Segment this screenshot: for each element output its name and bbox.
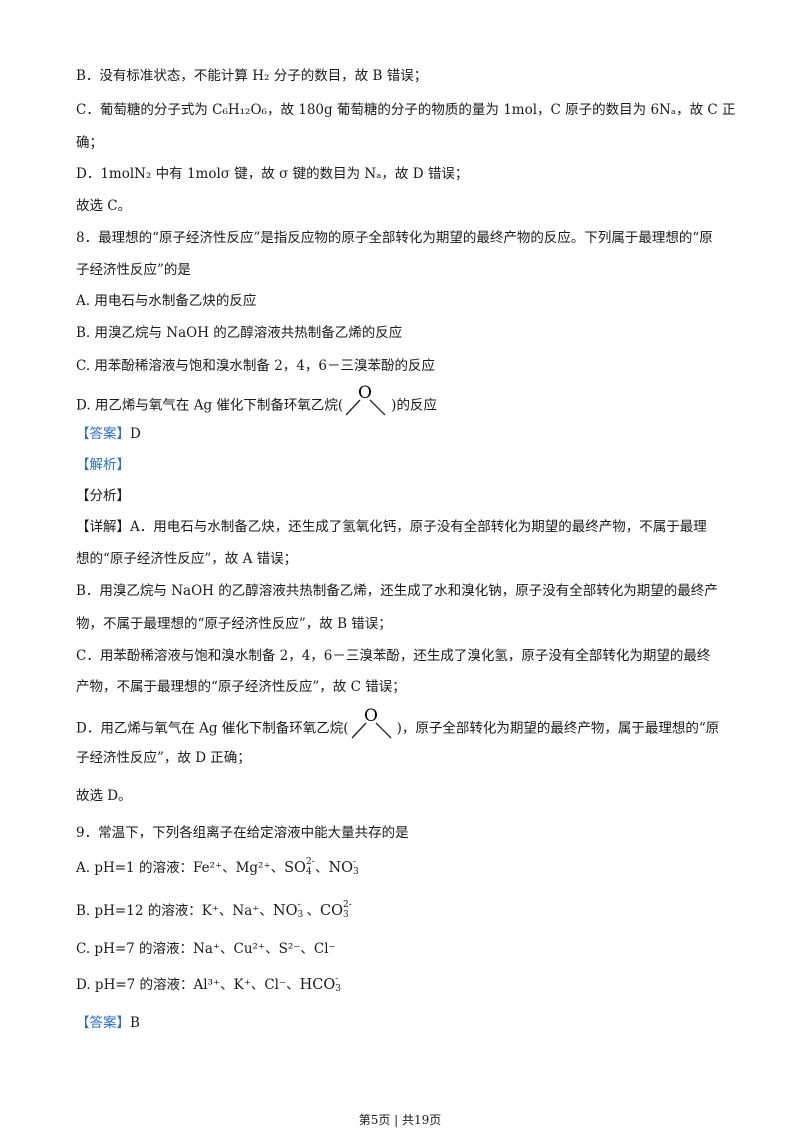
- nitrate-ion: NO-3: [272, 900, 304, 920]
- answer-value: D: [130, 426, 141, 442]
- detail-line: 物，不属于最理想的“原子经济性反应”，故 B 错误；: [76, 616, 392, 632]
- text-line: D．1molN₂ 中有 1molσ 键，故 σ 键的数目为 Nₐ，故 D 错误；: [76, 166, 469, 182]
- epoxide-structure-icon: O: [345, 383, 386, 416]
- text-line: C．葡萄糖的分子式为 C₆H₁₂O₆，故 180g 葡萄糖的分子的物质的量为 1…: [76, 102, 736, 118]
- detail-line: C．用苯酚稀溶液与饱和溴水制备 2，4，6－三溴苯酚，还生成了溴化氢，原子没有全…: [76, 648, 711, 664]
- separator: 、: [306, 903, 320, 919]
- question-9-stem: 9．常温下，下列各组离子在给定溶液中能大量共存的是: [76, 825, 409, 841]
- question-9-option-d: D. pH=7 的溶液：Al³⁺、K⁺、Cl⁻、HCO-3: [76, 974, 341, 995]
- option-text: B. pH=12 的溶液：K⁺、Na⁺、: [76, 903, 273, 919]
- fenxi-tag: 【分析】: [76, 488, 130, 504]
- answer-line: 【答案】D: [76, 424, 141, 444]
- text-line: 确；: [76, 135, 103, 151]
- text-line: 故选 C。: [76, 198, 132, 214]
- epoxide-oxygen-label: O: [364, 706, 378, 726]
- option-text: )的反应: [391, 397, 437, 414]
- option-text: D. 用乙烯与氧气在 Ag 催化下制备环氧乙烷(: [76, 397, 344, 414]
- separator: 、: [314, 860, 329, 876]
- page-footer: 第5页 | 共19页: [358, 1113, 442, 1127]
- answer-line: 【答案】B: [76, 1013, 140, 1033]
- detail-text: )，原子全部转化为期望的最终产物，属于最理想的“原: [396, 720, 720, 737]
- detail-line: B．用溴乙烷与 NaOH 的乙醇溶液共热制备乙烯，还生成了水和溴化钠，原子没有全…: [76, 583, 718, 599]
- detail-line: 【详解】A．用电石与水制备乙炔，还生成了氢氧化钙，原子没有全部转化为期望的最终产…: [76, 517, 707, 537]
- bicarbonate-ion: HCO-3: [299, 974, 341, 994]
- question-9-option-c: C. pH=7 的溶液：Na⁺、Cu²⁺、S²⁻、Cl⁻: [76, 941, 336, 957]
- detail-line: 产物，不属于最理想的“原子经济性反应”，故 C 错误；: [76, 679, 406, 695]
- nitrate-ion: NO-3: [328, 857, 359, 877]
- answer-value: B: [130, 1015, 140, 1031]
- question-8-stem: 8．最理想的“原子经济性反应”是指反应物的原子全部转化为期望的最终产物的反应。下…: [76, 230, 713, 246]
- question-8-stem: 子经济性反应”的是: [76, 262, 191, 278]
- answer-tag: 【答案】: [76, 426, 130, 442]
- detail-line: 子经济性反应”，故 D 正确；: [76, 750, 251, 766]
- detail-line: 故选 D。: [76, 788, 132, 804]
- option-text: D. pH=7 的溶液：Al³⁺、K⁺、Cl⁻、: [76, 977, 300, 993]
- detail-line: 想的“原子经济性反应”，故 A 错误；: [76, 551, 298, 567]
- detail-line: D．用乙烯与氧气在 Ag 催化下制备环氧乙烷( O )，原子全部转化为期望的最终…: [76, 706, 720, 746]
- detail-text: A．用电石与水制备乙炔，还生成了氢氧化钙，原子没有全部转化为期望的最终产物，不属…: [130, 519, 707, 535]
- question-8-option-a: A. 用电石与水制备乙炔的反应: [76, 293, 257, 309]
- epoxide-oxygen-label: O: [358, 383, 372, 403]
- question-8-option-d: D. 用乙烯与氧气在 Ag 催化下制备环氧乙烷( O )的反应: [76, 383, 437, 423]
- detail-tag: 【详解】: [76, 519, 130, 535]
- epoxide-structure-icon: O: [351, 706, 392, 739]
- analysis-tag: 【解析】: [76, 457, 130, 473]
- option-text: A. pH=1 的溶液：Fe²⁺、Mg²⁺、: [76, 860, 285, 876]
- text-line: B．没有标准状态，不能计算 H₂ 分子的数目，故 B 错误；: [76, 68, 428, 84]
- question-8-option-b: B. 用溴乙烷与 NaOH 的乙醇溶液共热制备乙烯的反应: [76, 325, 403, 341]
- answer-tag: 【答案】: [76, 1015, 130, 1031]
- detail-text: D．用乙烯与氧气在 Ag 催化下制备环氧乙烷(: [76, 720, 349, 737]
- question-8-option-c: C. 用苯酚稀溶液与饱和溴水制备 2，4，6－三溴苯酚的反应: [76, 358, 435, 374]
